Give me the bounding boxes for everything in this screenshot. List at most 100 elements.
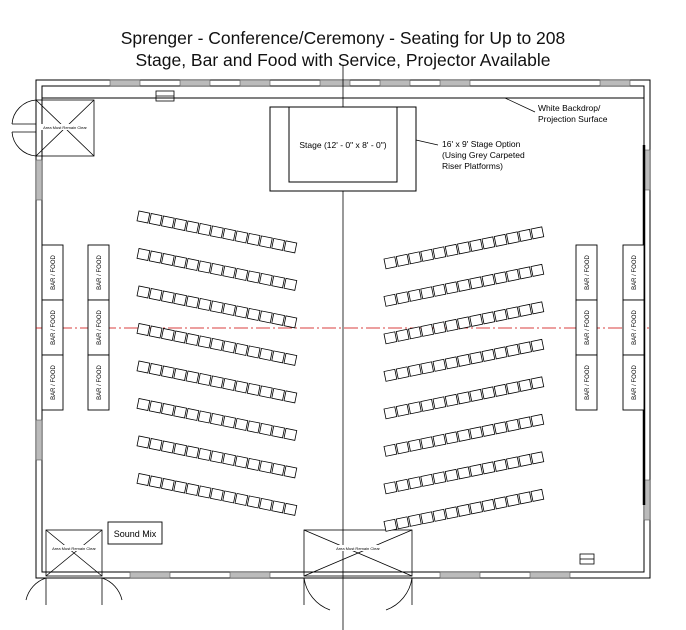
chair — [432, 246, 447, 260]
chair — [271, 462, 285, 476]
diagram-title-line-1: Sprenger - Conference/Ceremony - Seating… — [120, 28, 566, 48]
bar-food-station: BAR / FOOD — [622, 244, 645, 301]
chair — [161, 253, 175, 266]
chair — [173, 443, 187, 456]
door-bottom-center — [303, 529, 413, 611]
chair — [234, 455, 249, 469]
chair — [283, 352, 298, 366]
chair — [383, 518, 398, 532]
chair — [271, 500, 285, 514]
chair — [259, 235, 273, 249]
chair — [136, 435, 151, 449]
chair — [234, 305, 249, 319]
chair — [469, 388, 483, 402]
chair — [210, 262, 224, 276]
chair — [530, 301, 545, 315]
chair — [197, 485, 212, 499]
bar-food-label: BAR / FOOD — [585, 364, 591, 399]
chair — [469, 351, 483, 365]
chair — [161, 328, 175, 341]
chair — [222, 490, 236, 504]
chair — [383, 406, 398, 420]
chair — [148, 363, 163, 376]
chair — [481, 423, 496, 437]
door-label-bg-2 — [50, 545, 98, 551]
chair — [222, 452, 236, 466]
chair — [493, 308, 508, 322]
chair — [234, 417, 249, 431]
chair — [136, 360, 151, 374]
door-label-bg — [40, 124, 90, 130]
chair — [222, 265, 236, 279]
chair — [161, 403, 175, 416]
chair — [197, 447, 212, 461]
stage-option-label-3: Riser Platforms) — [442, 161, 503, 171]
chair — [395, 328, 410, 342]
bar-food-station: BAR / FOOD — [575, 244, 598, 301]
chair — [234, 492, 249, 506]
chair — [457, 316, 471, 330]
bar-food-station: BAR / FOOD — [41, 299, 64, 356]
chair — [444, 356, 459, 370]
chair — [481, 386, 496, 400]
chair — [271, 237, 285, 251]
chair — [518, 341, 532, 355]
chair — [136, 248, 151, 261]
chair — [395, 403, 410, 417]
sound-mix-box — [107, 521, 163, 545]
outlet-box-bottom — [579, 553, 595, 565]
chair — [408, 476, 422, 490]
chair — [148, 288, 163, 301]
chair — [395, 366, 410, 380]
chair — [444, 243, 459, 257]
stage-option-label-2: (Using Grey Carpeted — [442, 150, 525, 160]
seat-row — [136, 323, 298, 366]
chair — [444, 431, 459, 445]
chair — [185, 220, 200, 234]
chair — [383, 443, 398, 457]
chair — [222, 227, 236, 241]
chair — [432, 508, 447, 522]
door-label-bottom-center: Area Must Remain Clear — [336, 546, 380, 551]
chair — [420, 323, 434, 337]
chair — [383, 293, 398, 307]
chair — [197, 410, 212, 424]
chair — [210, 337, 224, 351]
chair — [259, 460, 273, 474]
chair — [420, 473, 434, 487]
seat-row — [383, 488, 545, 532]
bar-food-label: BAR / FOOD — [632, 254, 638, 289]
chair — [259, 272, 273, 286]
bar-food-label: BAR / FOOD — [97, 364, 103, 399]
chair — [259, 385, 273, 399]
chair — [136, 210, 151, 224]
chair — [408, 326, 422, 340]
chair — [506, 343, 520, 357]
backdrop-label-2: Projection Surface — [538, 114, 608, 124]
chair — [469, 501, 483, 515]
chair — [493, 383, 508, 397]
chair — [271, 312, 285, 326]
chair — [457, 353, 471, 367]
chair — [493, 271, 508, 285]
chair — [420, 248, 434, 262]
chair — [420, 286, 434, 300]
chair — [259, 347, 273, 361]
chair — [161, 290, 175, 304]
chair — [271, 350, 285, 364]
chair — [493, 496, 508, 510]
chair — [173, 405, 187, 419]
chair — [259, 497, 273, 511]
seating-area — [136, 210, 545, 532]
sound-mix-label: Sound Mix — [114, 529, 157, 539]
bar-food-station: BAR / FOOD — [575, 299, 598, 356]
bar-food-station: BAR / FOOD — [575, 354, 598, 411]
seat-row — [136, 210, 298, 254]
chair — [234, 230, 249, 244]
seat-row — [383, 226, 545, 270]
seat-row — [136, 398, 298, 441]
chair — [210, 412, 224, 426]
chair — [506, 268, 520, 282]
chair — [136, 473, 151, 486]
chair — [530, 376, 545, 390]
